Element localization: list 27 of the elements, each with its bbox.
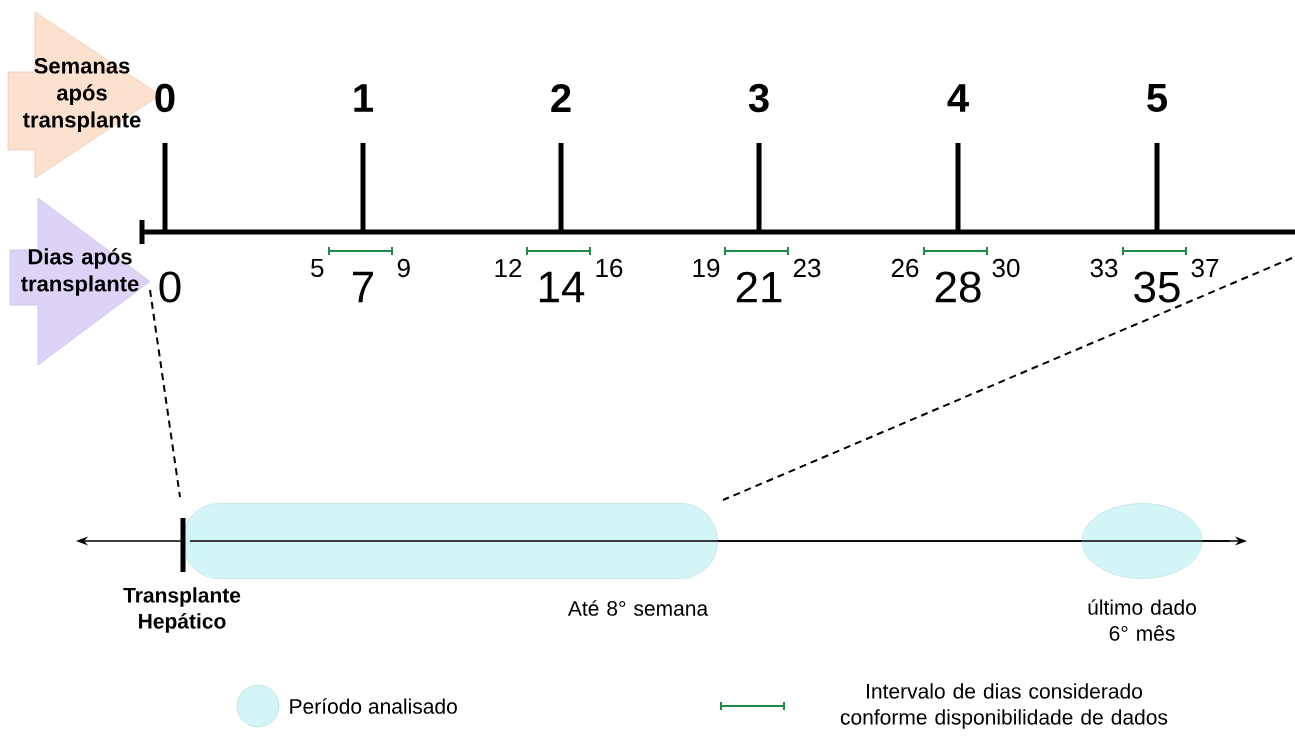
period-label: Até 8° semana (567, 600, 709, 616)
interval-end: 9 (397, 258, 410, 278)
interval-end: 37 (1191, 258, 1219, 278)
day-number: 35 (1134, 271, 1180, 303)
day-number: 28 (935, 271, 981, 303)
period-label: último dado 6° mês (1088, 599, 1196, 641)
interval-start: 26 (891, 258, 919, 278)
day-number: 21 (736, 271, 782, 303)
legend-text: Período analisado (290, 698, 457, 714)
week-number: 3 (748, 83, 769, 113)
week-number: 2 (551, 84, 571, 112)
day-number: 14 (539, 271, 585, 303)
period-ellipse (1081, 503, 1203, 579)
interval-start: 5 (311, 258, 324, 278)
interval-start: 33 (1090, 258, 1118, 278)
event-label: Transplante Hepático (123, 587, 241, 633)
week-number: 4 (947, 84, 969, 112)
legend-text: Intervalo de dias considerado conforme disponibilidade de dados (840, 683, 1168, 729)
interval-start: 12 (495, 258, 522, 278)
week-number: 5 (1147, 84, 1167, 112)
day-number: 0 (159, 271, 181, 303)
interval-end: 16 (596, 258, 623, 278)
interval-start: 19 (693, 258, 720, 278)
day-number: 7 (353, 271, 374, 303)
interval-end: 23 (793, 258, 821, 278)
interval-end: 30 (992, 258, 1020, 278)
week-number: 1 (354, 84, 373, 112)
